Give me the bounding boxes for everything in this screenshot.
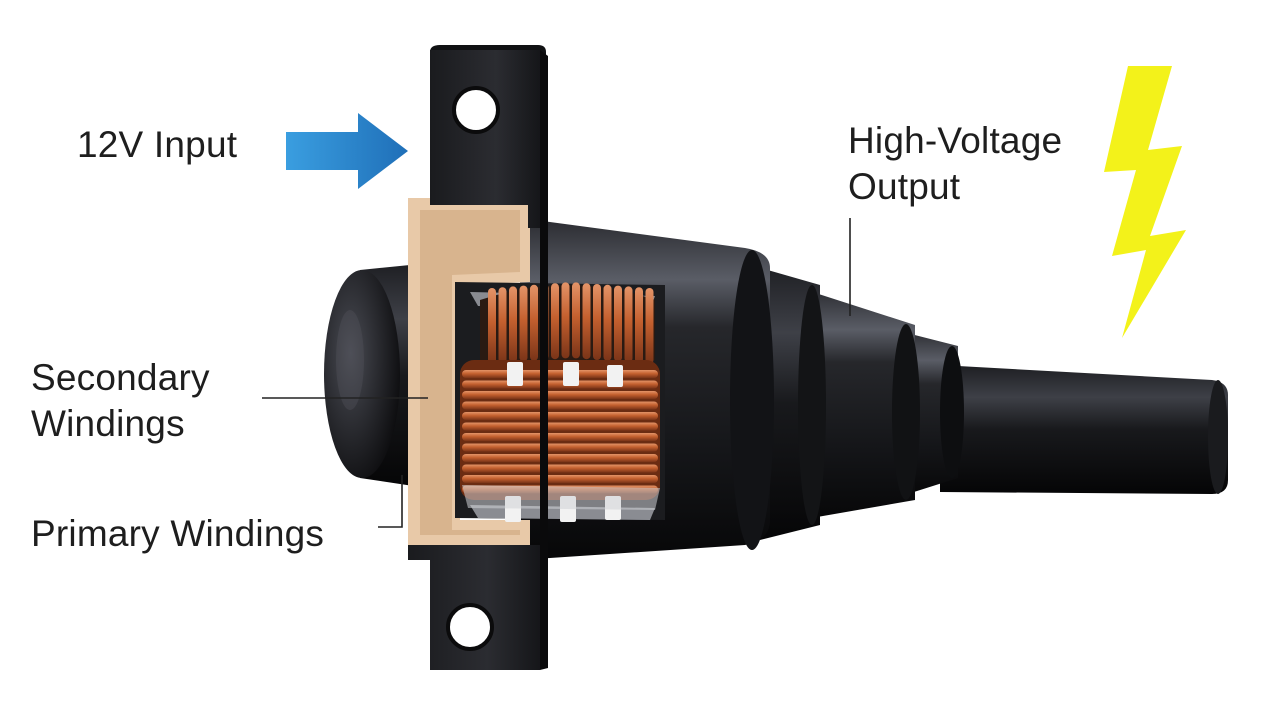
primary-coil-turn	[462, 475, 658, 483]
secondary-coil-turn	[519, 285, 528, 362]
primary-coil-turn	[462, 443, 658, 452]
primary-winding	[460, 360, 660, 522]
secondary-coil-turn	[624, 286, 633, 363]
primary-coil-turn	[462, 464, 658, 473]
primary-coil-turn	[462, 391, 658, 399]
lightning-bolt-icon	[1104, 66, 1186, 338]
secondary-coil-turn	[614, 285, 622, 362]
secondary-coil-turn	[530, 284, 538, 361]
input-label: 12V Input	[77, 124, 238, 165]
leader-lines	[262, 218, 851, 528]
primary-coil-turn	[462, 454, 658, 462]
arrow-right-icon	[286, 113, 408, 189]
secondary-coil-turn	[603, 284, 612, 361]
high-voltage-label-line1: High-Voltage	[848, 120, 1063, 161]
secondary-label-line2: Windings	[31, 403, 185, 444]
secondary-coil-turn	[551, 283, 559, 360]
high-voltage-label-line2: Output	[848, 166, 961, 207]
secondary-coil-turn	[635, 287, 643, 364]
secondary-coil-turn	[572, 282, 580, 359]
primary-coil-turn	[462, 422, 658, 431]
primary-leader	[378, 475, 403, 528]
secondary-winding	[480, 282, 655, 364]
secondary-label-line1: Secondary	[31, 357, 210, 398]
output-nozzle	[895, 330, 1228, 498]
primary-coil-turn	[462, 433, 658, 441]
secondary-coil-turn	[582, 283, 591, 360]
primary-coil-turn	[462, 380, 658, 389]
primary-coil-turn	[462, 370, 658, 378]
high-voltage-output-label: High-Voltage Output	[848, 118, 1062, 210]
secondary-coil-turn	[593, 284, 601, 360]
secondary-coil-turn	[561, 282, 570, 359]
primary-coil-turn	[462, 401, 658, 410]
secondary-windings-label: Secondary Windings	[31, 355, 210, 447]
mounting-flange	[408, 45, 548, 670]
secondary-coil-turn	[509, 286, 517, 363]
secondary-coil-turn	[498, 287, 507, 364]
secondary-coil-turn	[645, 288, 654, 364]
secondary-coil-turn	[488, 288, 496, 364]
primary-windings-label: Primary Windings	[31, 513, 325, 554]
primary-coil-turn	[462, 412, 658, 420]
